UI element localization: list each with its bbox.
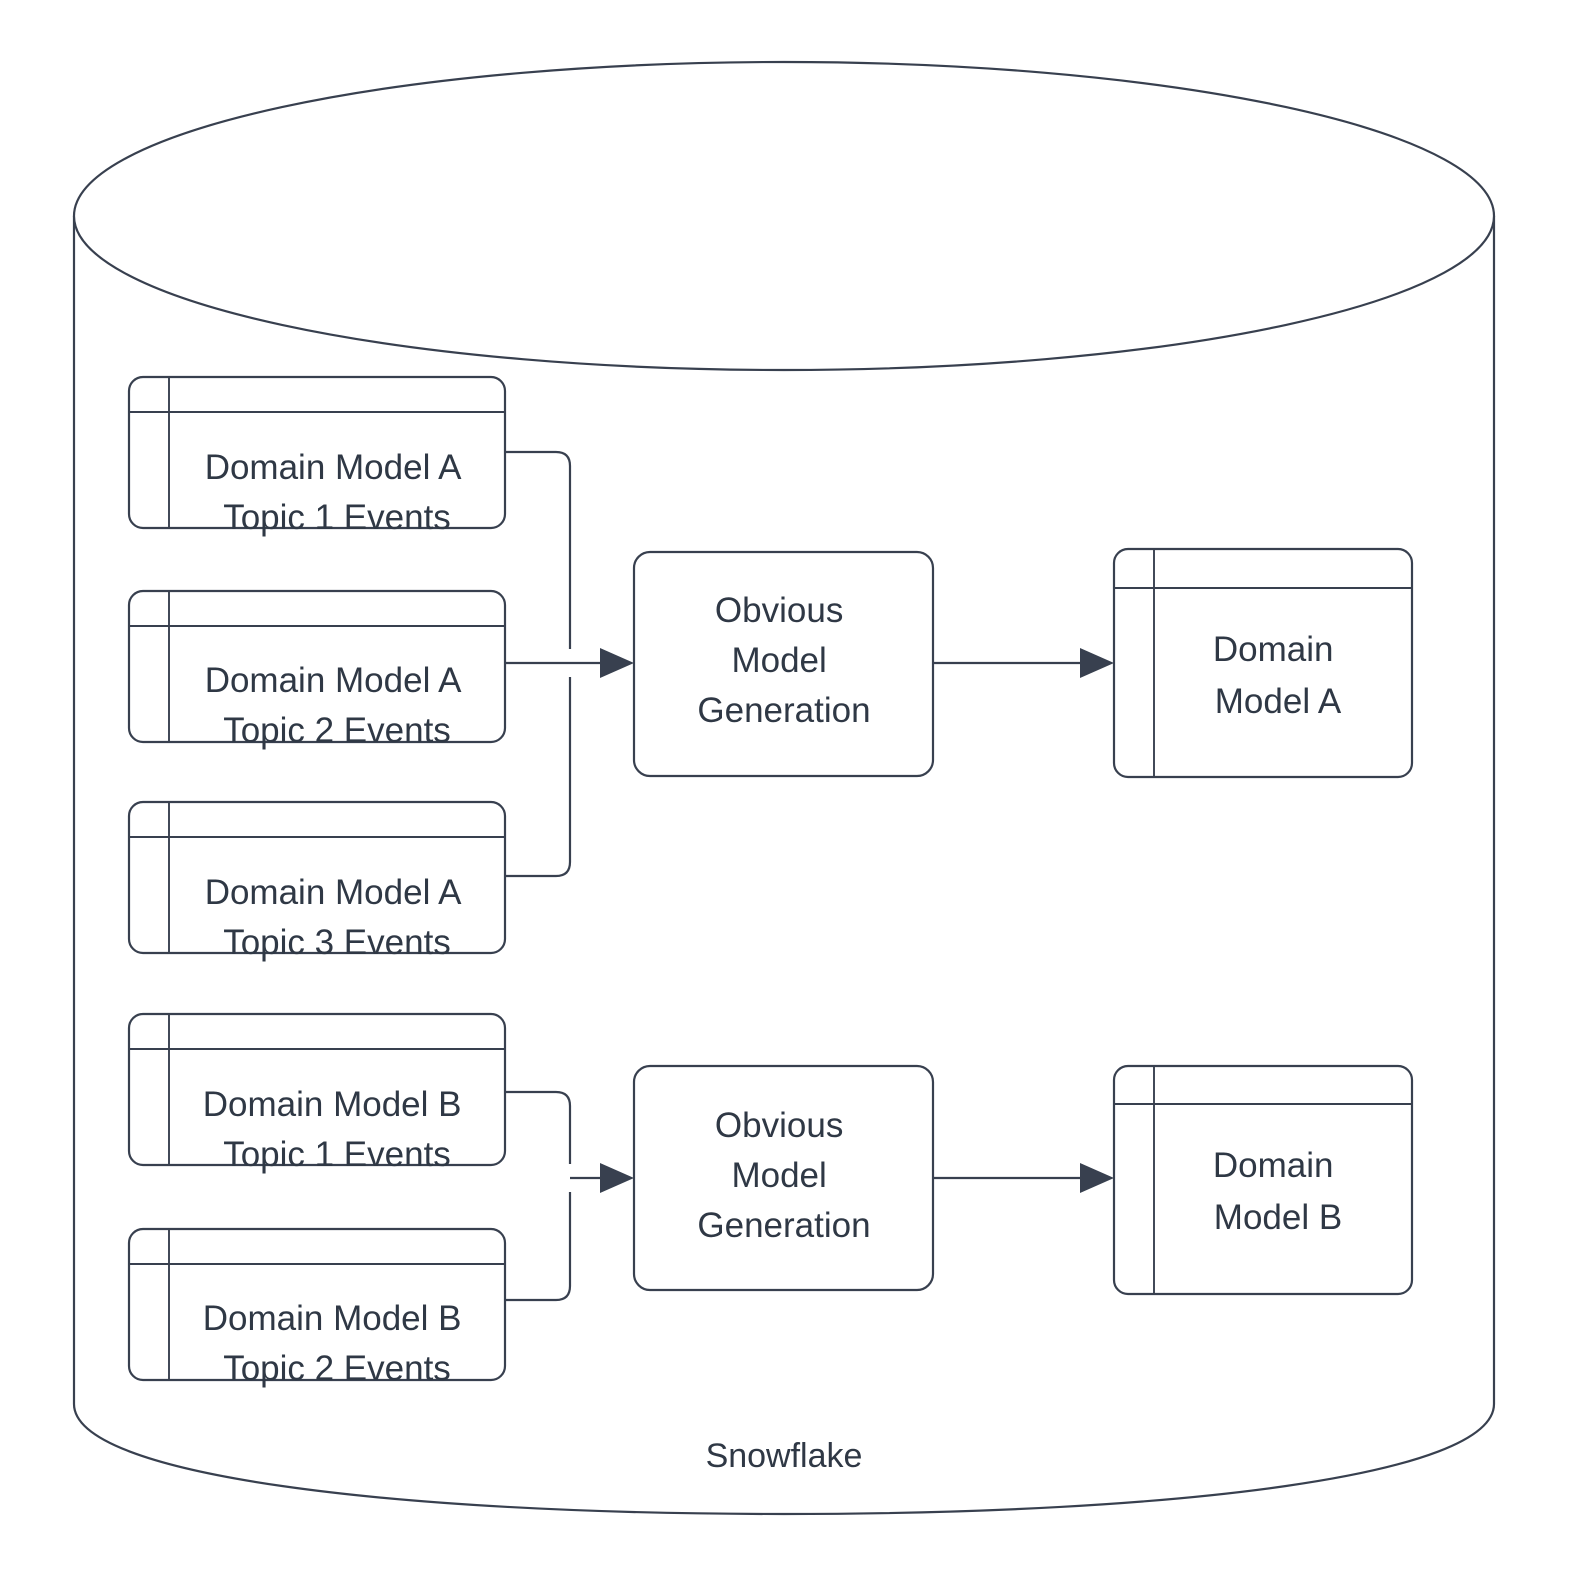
node-gen-b-label: Obvious Model Generation — [697, 1106, 870, 1245]
edge-group-b — [505, 1090, 634, 1302]
node-out-a-line2: Model A — [1215, 682, 1342, 721]
node-gen-b-line3: Generation — [697, 1206, 870, 1245]
node-source-a2[interactable]: Domain Model A Topic 2 Events — [127, 589, 507, 750]
edge-group-a — [505, 450, 634, 878]
node-gen-a-label: Obvious Model Generation — [697, 591, 870, 730]
node-out-b-frame — [1112, 1064, 1414, 1296]
node-b2-label: Domain Model B Topic 2 Events — [203, 1299, 471, 1388]
node-a2-line2: Topic 2 Events — [223, 711, 451, 750]
node-out-a-line1: Domain — [1213, 630, 1334, 669]
edge-gen-a-to-out-a — [933, 648, 1114, 678]
node-a1-line2: Topic 1 Events — [223, 498, 451, 537]
node-b1-frame — [127, 1012, 507, 1167]
edge-a3-to-gen-a — [505, 677, 572, 878]
node-gen-a-line1: Obvious — [715, 591, 843, 630]
node-process-gen-b[interactable]: Obvious Model Generation — [632, 1064, 935, 1292]
node-b1-label: Domain Model B Topic 1 Events — [203, 1085, 471, 1174]
node-out-b-line1: Domain — [1213, 1146, 1334, 1185]
node-gen-b-frame — [632, 1064, 935, 1292]
node-gen-b-line1: Obvious — [715, 1106, 843, 1145]
node-a3-frame — [127, 800, 507, 955]
node-a3-label: Domain Model A Topic 3 Events — [205, 873, 470, 962]
arrowhead-to-out-a — [1080, 648, 1114, 678]
node-b2-line1: Domain Model B — [203, 1299, 462, 1338]
node-gen-b-line2: Model — [731, 1156, 826, 1195]
node-source-a3[interactable]: Domain Model A Topic 3 Events — [127, 800, 507, 962]
node-b1-line2: Topic 1 Events — [223, 1135, 451, 1174]
arrowhead-to-gen-a — [600, 648, 634, 678]
node-gen-a-frame — [632, 550, 935, 778]
edge-b1-to-gen-b — [505, 1090, 572, 1164]
edge-a1-to-gen-a — [505, 450, 572, 649]
node-a2-line1: Domain Model A — [205, 661, 462, 700]
node-process-gen-a[interactable]: Obvious Model Generation — [632, 550, 935, 778]
node-gen-a-line2: Model — [731, 641, 826, 680]
node-out-a-frame — [1112, 547, 1414, 779]
cylinder-body-outline — [72, 216, 1496, 1516]
arrowhead-to-gen-b — [600, 1163, 634, 1193]
node-a3-line1: Domain Model A — [205, 873, 462, 912]
node-b1-line1: Domain Model B — [203, 1085, 462, 1124]
cylinder-label-snowflake: Snowflake — [706, 1437, 863, 1475]
node-output-a[interactable]: Domain Model A — [1112, 547, 1414, 779]
node-a2-frame — [127, 589, 507, 744]
node-source-b1[interactable]: Domain Model B Topic 1 Events — [127, 1012, 507, 1174]
edge-b2-to-gen-b — [505, 1192, 572, 1302]
node-out-b-label: Domain Model B — [1213, 1146, 1343, 1237]
node-source-b2[interactable]: Domain Model B Topic 2 Events — [127, 1227, 507, 1388]
node-out-b-line2: Model B — [1214, 1198, 1342, 1237]
node-gen-a-line3: Generation — [697, 691, 870, 730]
node-a1-label: Domain Model A Topic 1 Events — [205, 448, 470, 537]
node-a1-line1: Domain Model A — [205, 448, 462, 487]
cylinder-top-ellipse — [72, 60, 1496, 372]
arrowhead-to-out-b — [1080, 1163, 1114, 1193]
node-b2-line2: Topic 2 Events — [223, 1349, 451, 1388]
node-a2-label: Domain Model A Topic 2 Events — [205, 661, 470, 750]
node-a1-frame — [127, 375, 507, 530]
node-out-a-label: Domain Model A — [1213, 630, 1343, 721]
node-b2-frame — [127, 1227, 507, 1382]
node-output-b[interactable]: Domain Model B — [1112, 1064, 1414, 1296]
node-a3-line2: Topic 3 Events — [223, 923, 451, 962]
node-source-a1[interactable]: Domain Model A Topic 1 Events — [127, 375, 507, 537]
edge-gen-b-to-out-b — [933, 1163, 1114, 1193]
